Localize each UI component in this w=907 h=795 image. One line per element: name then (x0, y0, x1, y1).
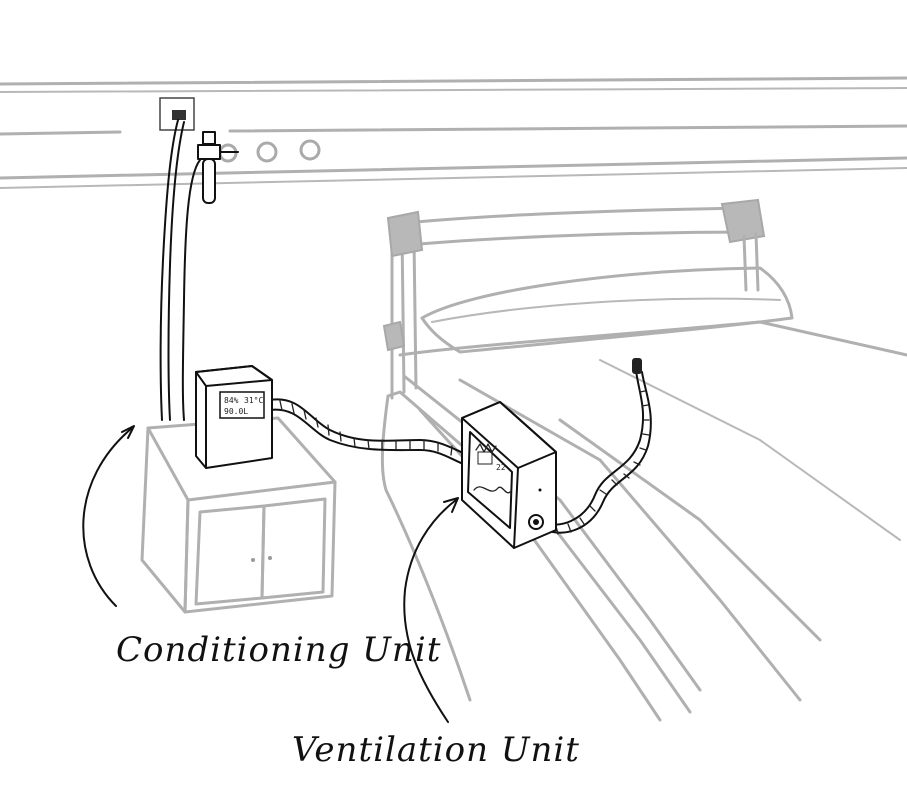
arrowhead-conditioning (121, 425, 135, 439)
conditioning-display (219, 391, 265, 419)
conditioning-readout-temperature: 31°C (244, 396, 263, 405)
arrowhead-ventilation (443, 497, 459, 513)
waveform-box (477, 451, 493, 465)
tube-tip (632, 358, 642, 374)
arrow-conditioning (82, 427, 133, 607)
ventilation-readout: 22 (496, 463, 506, 472)
arrow-ventilation (403, 499, 457, 723)
label-conditioning-unit: Conditioning Unit (116, 630, 442, 670)
flowmeter (197, 131, 239, 204)
wall-rail (0, 76, 907, 189)
annotation-arrows (82, 425, 459, 723)
wall-outlets (159, 97, 321, 204)
ventilation-screen (467, 431, 513, 529)
conditioning-readout-volume: 90.0L (224, 407, 248, 416)
connecting-hose (269, 398, 469, 466)
breathing-tube (539, 358, 652, 535)
conditioning-readout-humidity: 84% (224, 396, 239, 405)
power-cables (159, 119, 201, 421)
ventilation-unit: 22 (461, 401, 557, 549)
waveform-top (475, 443, 497, 453)
label-ventilation-unit: Ventilation Unit (292, 730, 580, 770)
conditioning-unit: 84% 31°C 90.0L (195, 365, 273, 469)
waveform-bottom (473, 486, 511, 494)
gas-outlet-3 (299, 139, 321, 161)
socket-plug (172, 110, 186, 120)
gas-outlet-2 (256, 141, 278, 163)
